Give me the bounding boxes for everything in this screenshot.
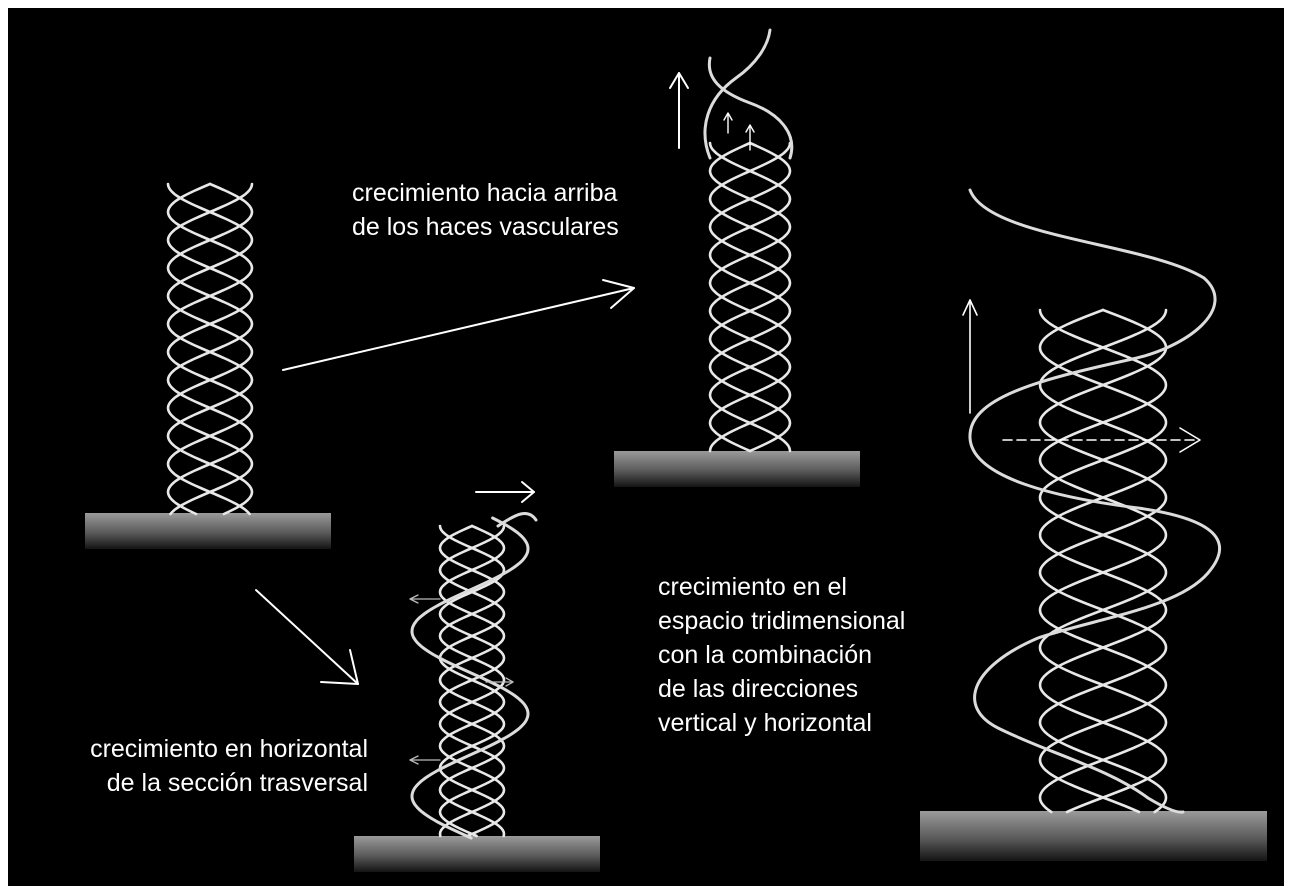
spiral-wrap-strand [968,188,1221,814]
helix-strand [1038,308,1168,814]
base-platform-vertical [614,451,860,487]
label-line: espacio tridimensional [658,607,906,635]
helix-strand [438,524,506,838]
diagonal-arrow-icon [255,589,359,685]
horizontal-growth-label: crecimiento en horizontal de la sección … [38,732,368,800]
helix-strand [1038,308,1168,814]
label-line: crecimiento en el [658,573,847,601]
label-line: de las direcciones [658,675,859,703]
vertical-growth-label: crecimiento hacia arriba de los haces va… [352,176,619,244]
label-line: de los haces vasculares [352,213,619,241]
base-platform-horizontal [354,836,600,872]
label-line: crecimiento hacia arriba [352,179,618,207]
three-d-growth-label: crecimiento en el espacio tridimensional… [658,570,905,740]
horizontal-wrap-strand [410,516,530,840]
helix-strand [438,524,506,838]
helix-strand [166,182,254,516]
helix-strand [708,141,792,453]
helix-strand [166,182,254,516]
flaring-strand [703,28,772,160]
base-platform-3d [920,811,1267,861]
up-arrow-icon [723,112,755,151]
base-platform-initial [85,513,331,549]
helix-strand [166,182,254,516]
label-line: con la combinación [658,641,873,669]
flaring-strand [707,56,794,160]
helix-strand [166,182,254,516]
diagonal-arrow-icon [282,279,635,371]
helix-strand [438,524,506,838]
up-arrow-icon [669,72,689,149]
up-arrow-icon [962,299,978,414]
right-arrow-icon [475,481,535,503]
helix-strand [1038,308,1168,814]
dashed-right-arrow-icon [1002,427,1201,453]
label-line: crecimiento en horizontal [90,735,368,763]
label-line: vertical y horizontal [658,709,872,737]
horizontal-arrow-small-icon [409,594,514,765]
helix-strand [1038,308,1168,814]
flaring-strand [496,511,538,528]
helix-strand [708,141,792,453]
growth-diagram [85,28,1267,872]
diagram-canvas: crecimiento hacia arriba de los haces va… [8,8,1284,886]
label-line: de la sección trasversal [106,769,368,797]
